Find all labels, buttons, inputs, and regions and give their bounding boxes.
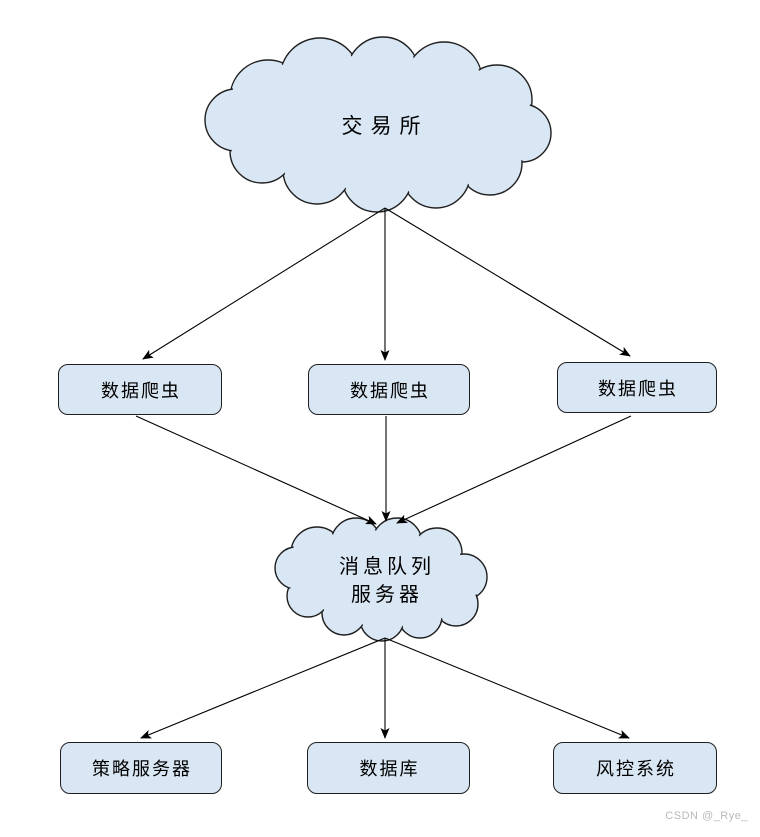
arrow-crawler-3-to-mq — [396, 415, 632, 524]
arrow-mq-to-strategy — [140, 637, 386, 739]
node-crawler-3: 数据爬虫 — [557, 362, 717, 413]
mq-cloud-label-line2: 服务器 — [351, 582, 423, 606]
arrow-exchange-to-crawler-3 — [384, 207, 631, 357]
node-risk-control-system: 风控系统 — [553, 742, 717, 794]
diagram-arrows — [135, 207, 632, 739]
csdn-watermark: CSDN @_Rye_ — [665, 810, 748, 822]
arrow-exchange-to-crawler-1 — [142, 207, 386, 360]
node-crawler-2: 数据爬虫 — [308, 364, 470, 415]
exchange-cloud-fill — [206, 38, 550, 211]
node-crawler-1: 数据爬虫 — [58, 364, 222, 415]
mq-cloud-fill — [276, 519, 486, 640]
node-exchange-cloud-label: 交易所 — [341, 114, 429, 138]
arrow-mq-to-risk — [384, 637, 630, 739]
node-mq-cloud-label: 消息队列 服务器 — [277, 524, 493, 636]
node-strategy-server: 策略服务器 — [60, 742, 222, 794]
node-database: 数据库 — [307, 742, 470, 794]
mq-cloud-label-line1: 消息队列 — [339, 554, 435, 578]
arrow-crawler-1-to-mq — [135, 415, 377, 525]
